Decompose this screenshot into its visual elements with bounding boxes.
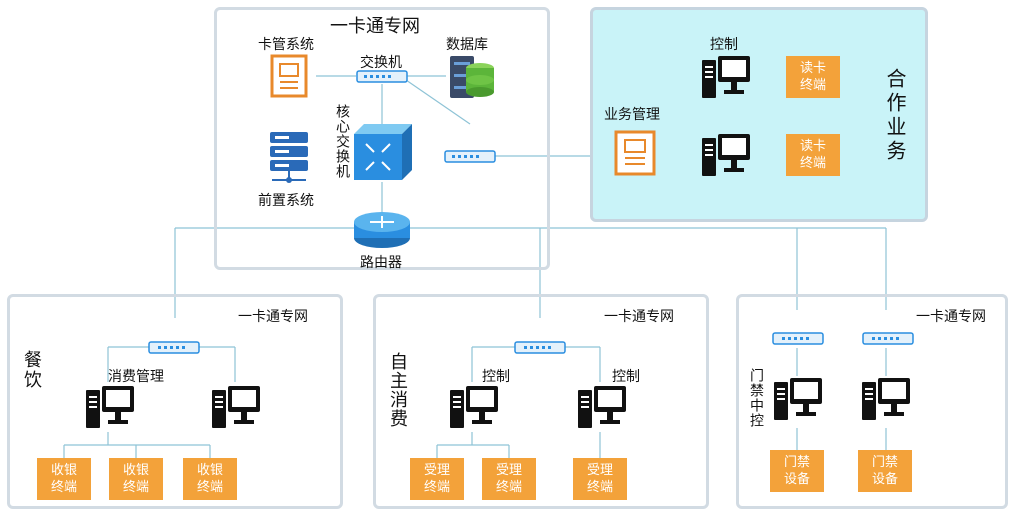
database-icon bbox=[450, 56, 494, 98]
cooperation-panel bbox=[590, 7, 928, 222]
pos-terminal-3: 收银 终端 bbox=[183, 458, 237, 500]
cooperation-control-label: 控制 bbox=[710, 37, 738, 53]
switch-icon-2 bbox=[514, 341, 566, 354]
accept-terminal-3: 受理 终端 bbox=[573, 458, 627, 500]
pos-terminal-1: 收银 终端 bbox=[37, 458, 91, 500]
switch-icon-mid bbox=[444, 150, 496, 163]
switch-icon-3 bbox=[772, 332, 824, 345]
computer-icon-6 bbox=[578, 386, 626, 428]
self-network-label: 一卡通专网 bbox=[604, 309, 674, 325]
dining-network-label: 一卡通专网 bbox=[238, 309, 308, 325]
card-system-label: 卡管系统 bbox=[258, 37, 314, 53]
consumption-mgmt-label: 消费管理 bbox=[108, 369, 164, 385]
computer-icon-8 bbox=[862, 378, 910, 420]
switch-icon bbox=[356, 70, 408, 83]
self-control-label-1: 控制 bbox=[482, 369, 510, 385]
switch-label: 交换机 bbox=[360, 55, 402, 71]
computer-icon-4 bbox=[212, 386, 260, 428]
pos-terminal-2: 收银 终端 bbox=[109, 458, 163, 500]
computer-icon-7 bbox=[774, 378, 822, 420]
reader-terminal-1: 读卡 终端 bbox=[786, 56, 840, 98]
computer-icon-1 bbox=[702, 56, 750, 98]
core-switch-icon bbox=[354, 124, 412, 180]
dining-title: 餐饮 bbox=[21, 350, 42, 390]
router-label: 路由器 bbox=[360, 255, 402, 271]
cooperation-title: 合作业务 bbox=[883, 68, 907, 164]
switch-icon-1 bbox=[148, 341, 200, 354]
front-system-label: 前置系统 bbox=[258, 193, 314, 209]
core-title: 一卡通专网 bbox=[330, 16, 420, 37]
access-device-1: 门禁 设备 bbox=[770, 450, 824, 492]
reader-terminal-2: 读卡 终端 bbox=[786, 134, 840, 176]
core-network-panel bbox=[214, 7, 550, 270]
accept-terminal-1: 受理 终端 bbox=[410, 458, 464, 500]
core-switch-label: 核心交换机 bbox=[334, 104, 350, 179]
database-label: 数据库 bbox=[446, 37, 488, 53]
self-control-label-2: 控制 bbox=[612, 369, 640, 385]
access-title: 门禁中控 bbox=[748, 368, 764, 428]
document-icon-business bbox=[614, 130, 656, 176]
computer-icon-5 bbox=[450, 386, 498, 428]
computer-icon-2 bbox=[702, 134, 750, 176]
access-network-label: 一卡通专网 bbox=[916, 309, 986, 325]
computer-icon-3 bbox=[86, 386, 134, 428]
accept-terminal-2: 受理 终端 bbox=[482, 458, 536, 500]
switch-icon-4 bbox=[862, 332, 914, 345]
document-icon bbox=[270, 54, 308, 98]
router-icon bbox=[354, 212, 410, 248]
self-service-title: 自主消费 bbox=[387, 352, 408, 428]
business-mgmt-label: 业务管理 bbox=[604, 107, 660, 123]
access-device-2: 门禁 设备 bbox=[858, 450, 912, 492]
server-rack-icon bbox=[270, 132, 308, 183]
